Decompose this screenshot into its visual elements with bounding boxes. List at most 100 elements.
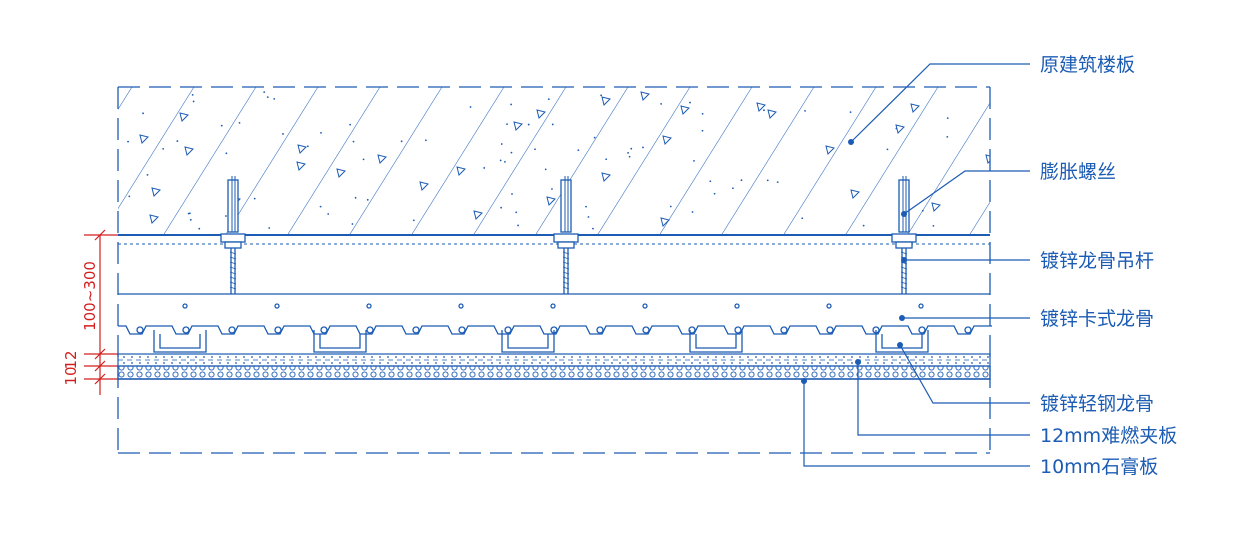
aggregate-speck [191,93,194,96]
aggregate-mark [601,172,611,182]
aggregate-speck [551,123,554,126]
aggregate-speck [804,109,806,112]
aggregate-speck [253,197,256,200]
aggregate-speck [225,152,228,155]
aggregate-mark [756,102,766,112]
keel-crimp [228,326,236,334]
keel-crimp [136,326,144,334]
aggregate-mark [601,96,611,106]
aggregate-speck [146,173,149,176]
aggregate-speck [740,179,743,182]
aggregate-mark [139,134,149,144]
bolt-nut [891,233,917,243]
aggregate-speck [592,227,594,230]
label-slab: 原建筑楼板 [1040,54,1135,76]
aggregate-speck [763,109,765,112]
aggregate-mark [513,121,523,131]
aggregate-speck [282,133,284,135]
aggregate-speck [198,227,201,230]
board-layers [117,353,991,380]
aggregate-speck [593,136,596,139]
label-expansion-bolt: 膨胀螺丝 [1040,161,1116,183]
aggregate-speck [263,91,266,94]
aggregate-speck [701,112,704,115]
clip-keel-band [118,293,992,353]
dimension-chain [84,229,118,395]
aggregate-speck [628,155,631,158]
keel-crimp [826,326,834,334]
keel-crimp [780,326,788,334]
label-clip-keel: 镀锌卡式龙骨 [1040,308,1154,330]
bolt-nut [220,233,246,243]
keel-crimp [688,326,696,334]
aggregate-speck [511,193,513,195]
aggregate-speck [469,106,472,108]
aggregate-speck [605,158,608,161]
aggregate-mark [767,109,777,119]
aggregate-speck [510,103,513,106]
light-steel-keel [313,330,367,353]
aggregate-speck [895,127,898,130]
aggregate-speck [701,129,704,132]
keel-crimp [182,326,190,334]
aggregate-speck [587,216,590,218]
aggregate-speck [327,213,330,215]
keel-hole [366,303,372,309]
aggregate-speck [362,158,365,161]
aggregate-mark [179,112,189,122]
keel-hole [734,303,740,309]
aggregate-speck [691,211,694,213]
concrete-slab [118,87,990,245]
keel-hole [550,303,556,309]
keel-crimp [964,326,972,334]
keel-holes [182,303,924,309]
aggregate-mark [149,214,159,224]
aggregate-speck [354,196,357,199]
aggregate-speck [669,205,672,208]
aggregate-speck [176,140,179,142]
dimension-fire-board: 12 [62,350,80,369]
aggregate-speck [366,198,369,201]
aggregate-speck [630,147,633,150]
keel-crimp [412,326,420,334]
aggregate-speck [689,101,691,104]
aggregate-speck [349,123,352,126]
aggregate-mark [336,168,346,178]
aggregate-speck [946,117,949,120]
dimension-gap: 100~300 [81,261,99,331]
keel-crimp [642,326,650,334]
aggregate-speck [268,227,271,229]
bolt-washer [557,241,575,249]
aggregate-mark [985,154,990,164]
label-hanger-rod: 镀锌龙骨吊杆 [1040,250,1154,272]
aggregate-mark [296,161,306,171]
aggregate-mark [640,91,650,101]
aggregate-speck [515,211,518,214]
keel-crimp [320,326,328,334]
aggregate-speck [534,148,536,151]
aggregate-mark [850,189,860,199]
aggregate-speck [776,181,779,183]
aggregate-speck [400,140,403,143]
keel-hole [826,303,832,309]
light-steel-keels [136,326,972,353]
aggregate-mark [910,103,920,113]
light-steel-keel [501,330,555,353]
aggregate-speck [713,192,716,195]
aggregate-speck [627,151,630,154]
expansion-bolt [227,179,239,233]
keel-crimp [596,326,604,334]
aggregate-mark [662,135,672,145]
aggregate-speck [142,112,144,115]
aggregate-speck [921,209,924,212]
clip-keel-profile [118,325,992,335]
aggregate-speck [693,159,695,162]
label-gypsum-board: 10mm石膏板 [1040,455,1158,478]
aggregate-speck [547,98,550,101]
label-fire-board: 12mm难燃夹板 [1040,425,1177,447]
hanger [891,176,917,294]
keel-crimp [504,326,512,334]
keel-hole [918,303,924,309]
aggregate-mark [419,181,429,191]
aggregate-speck [527,123,530,126]
